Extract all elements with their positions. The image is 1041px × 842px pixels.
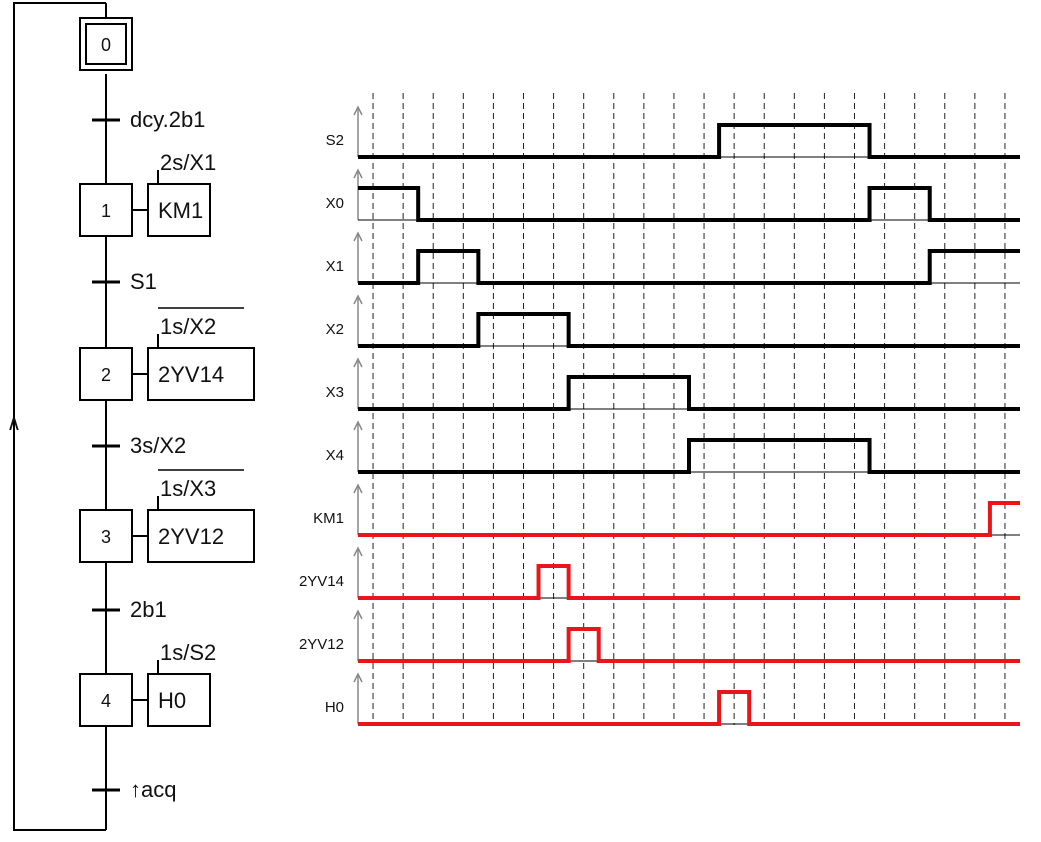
signal-label: KM1 (313, 510, 344, 527)
step-box (79, 347, 133, 401)
signal-label: H0 (325, 699, 344, 716)
step-number: 4 (101, 691, 111, 711)
signal-waveform (358, 438, 1020, 474)
grafcet-diagram: ∧ 0 1 KM1 2s/X1 2 2YV14 1s/X2 3 2YV12 1s/X3 4 H0 1s/S… (7, 2, 255, 831)
axis-arrow-icon (353, 483, 363, 494)
step-box (79, 183, 133, 237)
signal-waveform (358, 123, 1020, 159)
signal-waveform (358, 690, 1020, 726)
initial-step-inner-box (85, 23, 127, 65)
signal-label: S2 (326, 132, 344, 149)
signal-2yv14: 2YV14 (299, 546, 1020, 600)
signal-waveform (358, 249, 1020, 285)
transition-condition: S1 (130, 269, 157, 294)
axis-arrow-icon (353, 672, 363, 683)
signal-waveform (358, 186, 1020, 222)
signal-label: X2 (326, 321, 344, 338)
signal-waveform (358, 312, 1020, 348)
step-number: 0 (101, 35, 111, 55)
transition-condition: 2b1 (130, 597, 167, 622)
axis-arrow-icon (353, 546, 363, 557)
signal-x3: X3 (326, 357, 1020, 411)
axis-arrow-icon (353, 420, 363, 431)
axis-arrow-icon (353, 357, 363, 368)
step-number: 3 (101, 527, 111, 547)
transition-condition: ↑acq (130, 777, 176, 802)
signal-waveform (358, 564, 1020, 600)
signal-x4: X4 (326, 420, 1020, 474)
action-label: KM1 (158, 198, 203, 223)
action-condition: 1s/X3 (160, 476, 216, 501)
signal-waveform (358, 501, 1020, 537)
axis-arrow-icon (353, 294, 363, 305)
signal-label: 2YV12 (299, 636, 344, 653)
step-1: 1 KM1 2s/X1 (79, 150, 216, 237)
action-box (147, 183, 211, 237)
step-number: 1 (101, 201, 111, 221)
signal-waveform (358, 627, 1020, 663)
signal-x2: X2 (326, 294, 1020, 348)
action-condition: 2s/X1 (160, 150, 216, 175)
signal-km1: KM1 (313, 483, 1020, 537)
action-label: 2YV14 (158, 362, 224, 387)
step-2: 2 2YV14 1s/X2 (79, 307, 255, 401)
action-box (147, 673, 211, 727)
axis-arrow-icon (353, 105, 363, 116)
action-box (147, 347, 255, 401)
signal-label: 2YV14 (299, 573, 344, 590)
axis-arrow-icon (353, 168, 363, 179)
axis-arrow-icon (353, 609, 363, 620)
action-condition: 1s/S2 (160, 640, 216, 665)
grafcet-loop-line (13, 2, 106, 831)
action-box (147, 509, 255, 563)
signal-h0: H0 (325, 672, 1020, 726)
step-0: 0 (79, 17, 133, 71)
signal-label: X4 (326, 447, 344, 464)
step-4: 4 H0 1s/S2 (79, 640, 216, 727)
signal-label: X1 (326, 258, 344, 275)
signal-waveform (358, 375, 1020, 411)
signal-label: X0 (326, 195, 344, 212)
action-condition: 1s/X2 (160, 314, 216, 339)
signal-x1: X1 (326, 231, 1020, 285)
step-box (79, 509, 133, 563)
signal-s2: S2 (326, 105, 1020, 159)
transition-condition: dcy.2b1 (130, 107, 205, 132)
signal-label: X3 (326, 384, 344, 401)
axis-arrow-icon (353, 231, 363, 242)
step-3: 3 2YV12 1s/X3 (79, 469, 255, 563)
action-label: H0 (158, 688, 186, 713)
action-label: 2YV12 (158, 524, 224, 549)
step-number: 2 (101, 365, 111, 385)
loop-arrow-icon: ∧ (7, 413, 22, 435)
transition-condition: 3s/X2 (130, 433, 186, 458)
signal-2yv12: 2YV12 (299, 609, 1020, 663)
signal-x0: X0 (326, 168, 1020, 222)
step-box (79, 673, 133, 727)
